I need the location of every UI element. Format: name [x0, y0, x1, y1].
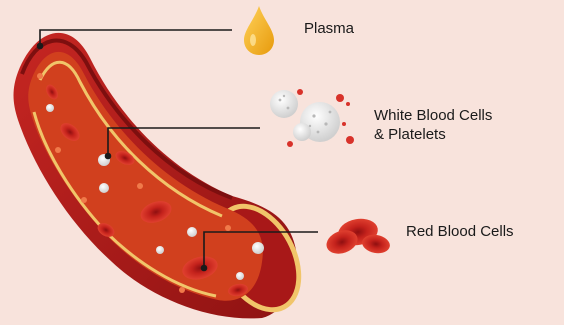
white-blood-cell — [156, 246, 164, 254]
wbc-leader-dot — [106, 154, 111, 159]
platelet — [37, 73, 43, 79]
white-blood-cell — [46, 104, 54, 112]
rbc-leader-dot — [202, 266, 207, 271]
plasma-leader-dot — [38, 44, 43, 49]
plasma-drop-highlight — [250, 34, 256, 46]
white-blood-cell — [252, 242, 264, 254]
white-blood-cell — [187, 227, 197, 237]
blood-vessel — [14, 33, 319, 325]
white-blood-cell-icon — [270, 90, 340, 142]
platelets-label: & Platelets — [374, 125, 446, 144]
platelet — [179, 287, 185, 293]
plasma-label: Plasma — [304, 19, 354, 38]
red-blood-cells-label: Red Blood Cells — [406, 222, 514, 241]
red-blood-cell-icon — [323, 216, 391, 258]
platelet — [137, 183, 143, 189]
white-blood-cells-label: White Blood Cells — [374, 106, 492, 125]
platelet — [225, 225, 231, 231]
plasma-drop-icon — [244, 6, 274, 55]
white-blood-cell — [99, 183, 109, 193]
white-blood-cell — [236, 272, 244, 280]
platelet — [55, 147, 61, 153]
platelet — [81, 197, 87, 203]
